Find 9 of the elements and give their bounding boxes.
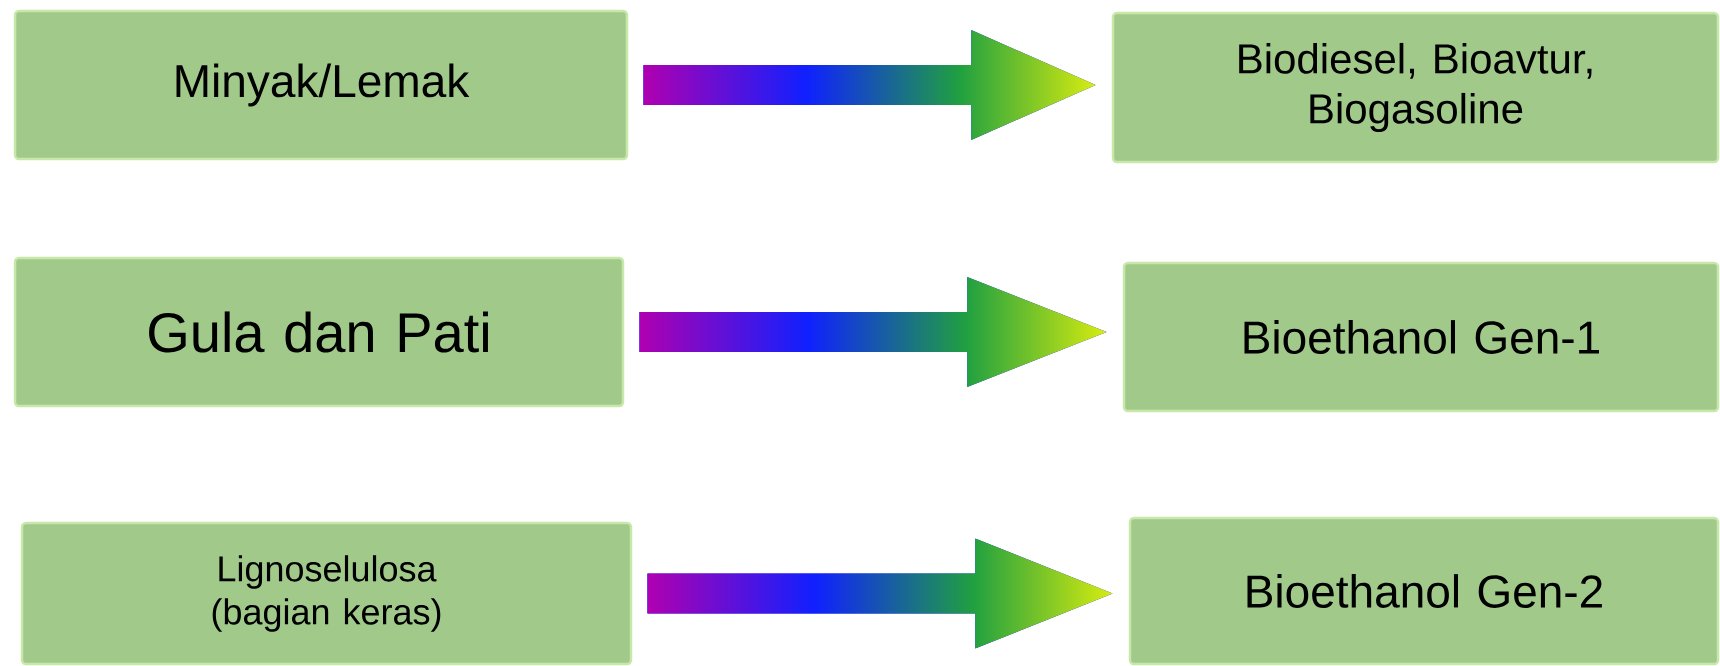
- arrow: [639, 277, 1107, 387]
- process-box: Bioethanol Gen-2: [1128, 516, 1720, 666]
- process-box: Lignoselulosa (bagian keras): [20, 521, 633, 666]
- process-box: Minyak/Lemak: [13, 9, 629, 161]
- process-box: Biodiesel, Bioavtur, Biogasoline: [1111, 11, 1720, 164]
- process-box: Gula dan Pati: [13, 256, 625, 408]
- arrow: [643, 30, 1096, 140]
- arrow: [647, 538, 1113, 649]
- process-box: Bioethanol Gen-1: [1122, 261, 1720, 413]
